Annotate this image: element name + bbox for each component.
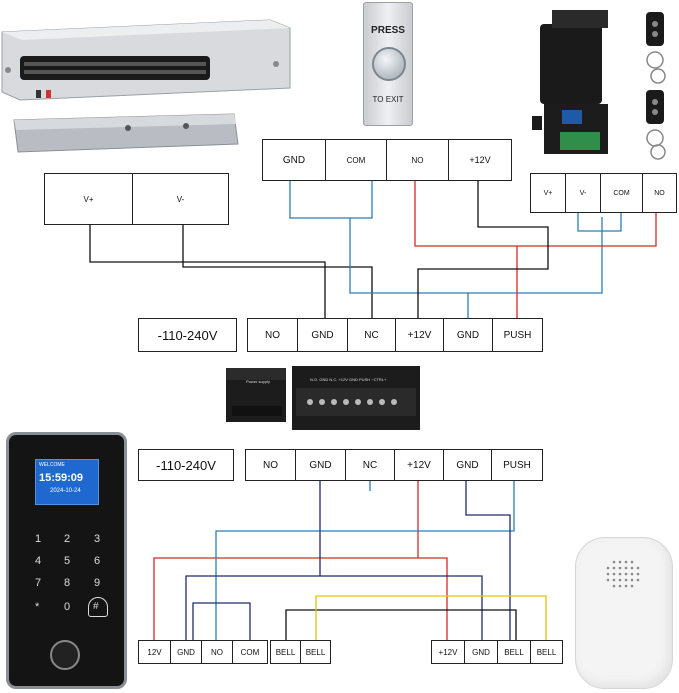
psu-bottom-voltage: -110-240V: [138, 449, 234, 481]
exit-button-cap[interactable]: [372, 47, 406, 81]
receiver-terminal-no: NO: [642, 173, 677, 213]
psu-top-terminal-gnd: GND: [297, 318, 348, 352]
doorbell-speaker-image: [575, 537, 673, 689]
keypad-key-3[interactable]: 3: [94, 533, 101, 545]
wire-kp-com: [192, 602, 251, 640]
keypad-key-2[interactable]: 2: [64, 533, 71, 545]
wire-exit-no: [414, 181, 657, 247]
psu-bottom-terminal-push: PUSH: [491, 449, 543, 481]
doorbell-terminal-bell1: BELL: [497, 640, 531, 664]
doorbell-terminal-gnd: GND: [464, 640, 498, 664]
speaker-grille-icon: [606, 560, 640, 588]
wire-kp-no: [215, 481, 515, 640]
psu-bottom-terminal-nc: NC: [345, 449, 395, 481]
keypad-key-6[interactable]: 6: [94, 555, 101, 567]
wire-exit-gnd: [289, 181, 603, 294]
magnet-terminal-vminus: V-: [132, 173, 229, 225]
keypad-terminal-bell1: BELL: [270, 640, 301, 664]
psu-bottom-terminal-no: NO: [245, 449, 296, 481]
wire-magnet-vminus: [182, 225, 373, 318]
keypad-key-0[interactable]: 0: [64, 601, 71, 613]
doorbell-terminal-12v: +12V: [431, 640, 465, 664]
psu-bottom-terminal-gnd: GND: [295, 449, 346, 481]
wire-psu-gnd2-bottom: [465, 481, 511, 640]
wire-exit-com: [350, 181, 373, 219]
psu-top-terminal-nc: NC: [347, 318, 396, 352]
keypad-terminal-12v: 12V: [138, 640, 171, 664]
keypad-key-5[interactable]: 5: [64, 555, 71, 567]
keypad-terminal-bell2: BELL: [300, 640, 331, 664]
power-supply-strip-label: N.O. GND N.C. +12V GND PUSH ~CTRL+: [310, 377, 387, 382]
armature-plate-image: [13, 113, 239, 153]
keypad-key-star[interactable]: *: [35, 601, 40, 613]
keypad-key-7[interactable]: 7: [35, 577, 42, 589]
keypad-screen-title: WELCOME: [39, 462, 65, 468]
exit-button-top-text: PRESS: [371, 25, 405, 36]
exit-terminal-com: COM: [325, 139, 387, 181]
magnetic-lock-image: [1, 19, 291, 101]
keypad-key-1[interactable]: 1: [35, 533, 42, 545]
keypad-device-image: WELCOME 15:59:09 2024-10-24 1 2 3 4 5 6 …: [6, 432, 127, 689]
fingerprint-sensor-icon[interactable]: [50, 640, 80, 670]
keypad-terminal-com: COM: [232, 640, 268, 664]
keypad-terminal-no: NO: [201, 640, 233, 664]
psu-top-terminal-no: NO: [247, 318, 298, 352]
psu-bottom-terminal-12v: +12V: [394, 449, 444, 481]
wire-magnet-vplus: [89, 225, 326, 318]
wire-kp-gnd: [185, 575, 483, 640]
receiver-terminal-vminus: V-: [565, 173, 601, 213]
keypad-terminal-gnd: GND: [170, 640, 202, 664]
remote-fob-image: [646, 90, 666, 160]
psu-bottom-terminal-gnd2: GND: [443, 449, 492, 481]
remote-fob-image: [646, 12, 666, 84]
wire-kp-12v: [153, 557, 448, 640]
wire-bell-2: [315, 595, 547, 640]
keypad-key-4[interactable]: 4: [35, 555, 42, 567]
psu-top-terminal-gnd2: GND: [443, 318, 493, 352]
keypad-key-8[interactable]: 8: [64, 577, 71, 589]
wire-receiver-com-link: [577, 213, 622, 232]
magnet-terminal-vplus: V+: [44, 173, 133, 225]
keypad-screen-date: 2024-10-24: [50, 488, 81, 494]
power-supply-left-label: Power supply: [246, 379, 271, 384]
psu-top-terminal-push: PUSH: [492, 318, 543, 352]
exit-button-image: PRESS TO EXIT: [363, 2, 413, 126]
wire-exit-12v: [417, 181, 549, 318]
receiver-terminal-vplus: V+: [530, 173, 566, 213]
psu-top-terminal-12v: +12V: [395, 318, 444, 352]
doorbell-terminal-bell2: BELL: [530, 640, 563, 664]
psu-top-voltage: -110-240V: [138, 318, 237, 352]
exit-button-bottom-text: TO EXIT: [372, 95, 404, 104]
wireless-receiver-image: [532, 10, 608, 154]
keypad-key-9[interactable]: 9: [94, 577, 101, 589]
receiver-terminal-com: COM: [600, 173, 643, 213]
exit-terminal-gnd: GND: [262, 139, 326, 181]
exit-terminal-no: NO: [386, 139, 449, 181]
exit-terminal-12v: +12V: [448, 139, 512, 181]
keypad-screen-time: 15:59:09: [39, 472, 84, 484]
keypad-screen: WELCOME 15:59:09 2024-10-24: [35, 459, 99, 505]
power-supply-image: [226, 366, 420, 430]
wire-bell-1: [285, 609, 517, 640]
bell-icon[interactable]: #: [88, 597, 108, 617]
keypad-key-hash: #: [93, 601, 99, 612]
